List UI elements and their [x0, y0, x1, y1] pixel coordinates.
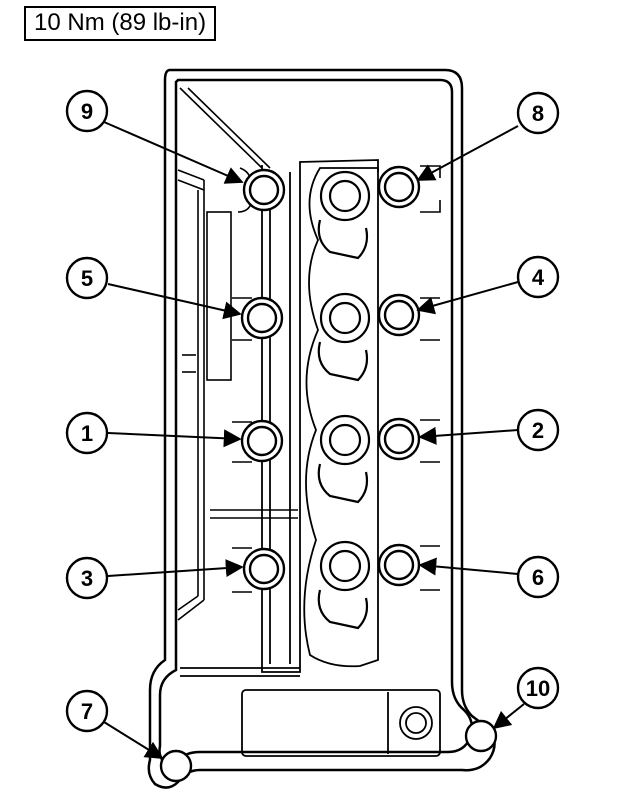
bolt-4 — [377, 293, 421, 337]
spark-plug-tower-4 — [317, 540, 371, 630]
callout-10-label: 10 — [526, 676, 550, 701]
bolt-7 — [159, 749, 193, 783]
callout-4-label: 4 — [532, 265, 545, 290]
leader-arrows — [103, 121, 525, 759]
callout-4: 4 — [516, 255, 560, 299]
callout-3-label: 3 — [81, 566, 93, 591]
callouts: 9 8 5 4 1 2 3 6 — [65, 89, 560, 733]
callout-3: 3 — [65, 556, 109, 600]
bolt-10 — [464, 719, 498, 753]
bolt-6 — [377, 543, 421, 587]
callout-8: 8 — [516, 91, 560, 135]
callout-10: 10 — [516, 666, 560, 710]
bolt-2 — [377, 417, 421, 461]
bolt-8 — [377, 165, 421, 209]
callout-6-label: 6 — [532, 565, 544, 590]
callout-2-label: 2 — [532, 418, 544, 443]
callout-6: 6 — [516, 555, 560, 599]
spark-plug-towers — [317, 170, 371, 630]
bolt-1 — [240, 419, 284, 463]
callout-2: 2 — [516, 408, 560, 452]
torque-spec-label: 10 Nm (89 lb-in) — [24, 6, 217, 41]
bolt-5 — [240, 296, 284, 340]
callout-9: 9 — [65, 89, 109, 133]
bolts — [159, 165, 498, 783]
bottom-plate — [241, 689, 441, 757]
bolt-bosses — [232, 165, 441, 593]
bolt-9 — [242, 168, 286, 212]
cover-outline — [147, 68, 496, 789]
callout-1: 1 — [65, 411, 109, 455]
callout-1-label: 1 — [81, 421, 93, 446]
callout-8-label: 8 — [532, 101, 544, 126]
callout-9-label: 9 — [81, 99, 93, 124]
bolt-3 — [242, 547, 286, 591]
spark-plug-tower-3 — [317, 414, 371, 504]
left-rib — [177, 87, 298, 621]
callout-7: 7 — [65, 689, 109, 733]
spark-plug-tower-1 — [317, 170, 371, 260]
callout-5-label: 5 — [81, 266, 93, 291]
callout-7-label: 7 — [81, 699, 93, 724]
spark-plug-tower-2 — [317, 292, 371, 382]
callout-5: 5 — [65, 256, 109, 300]
